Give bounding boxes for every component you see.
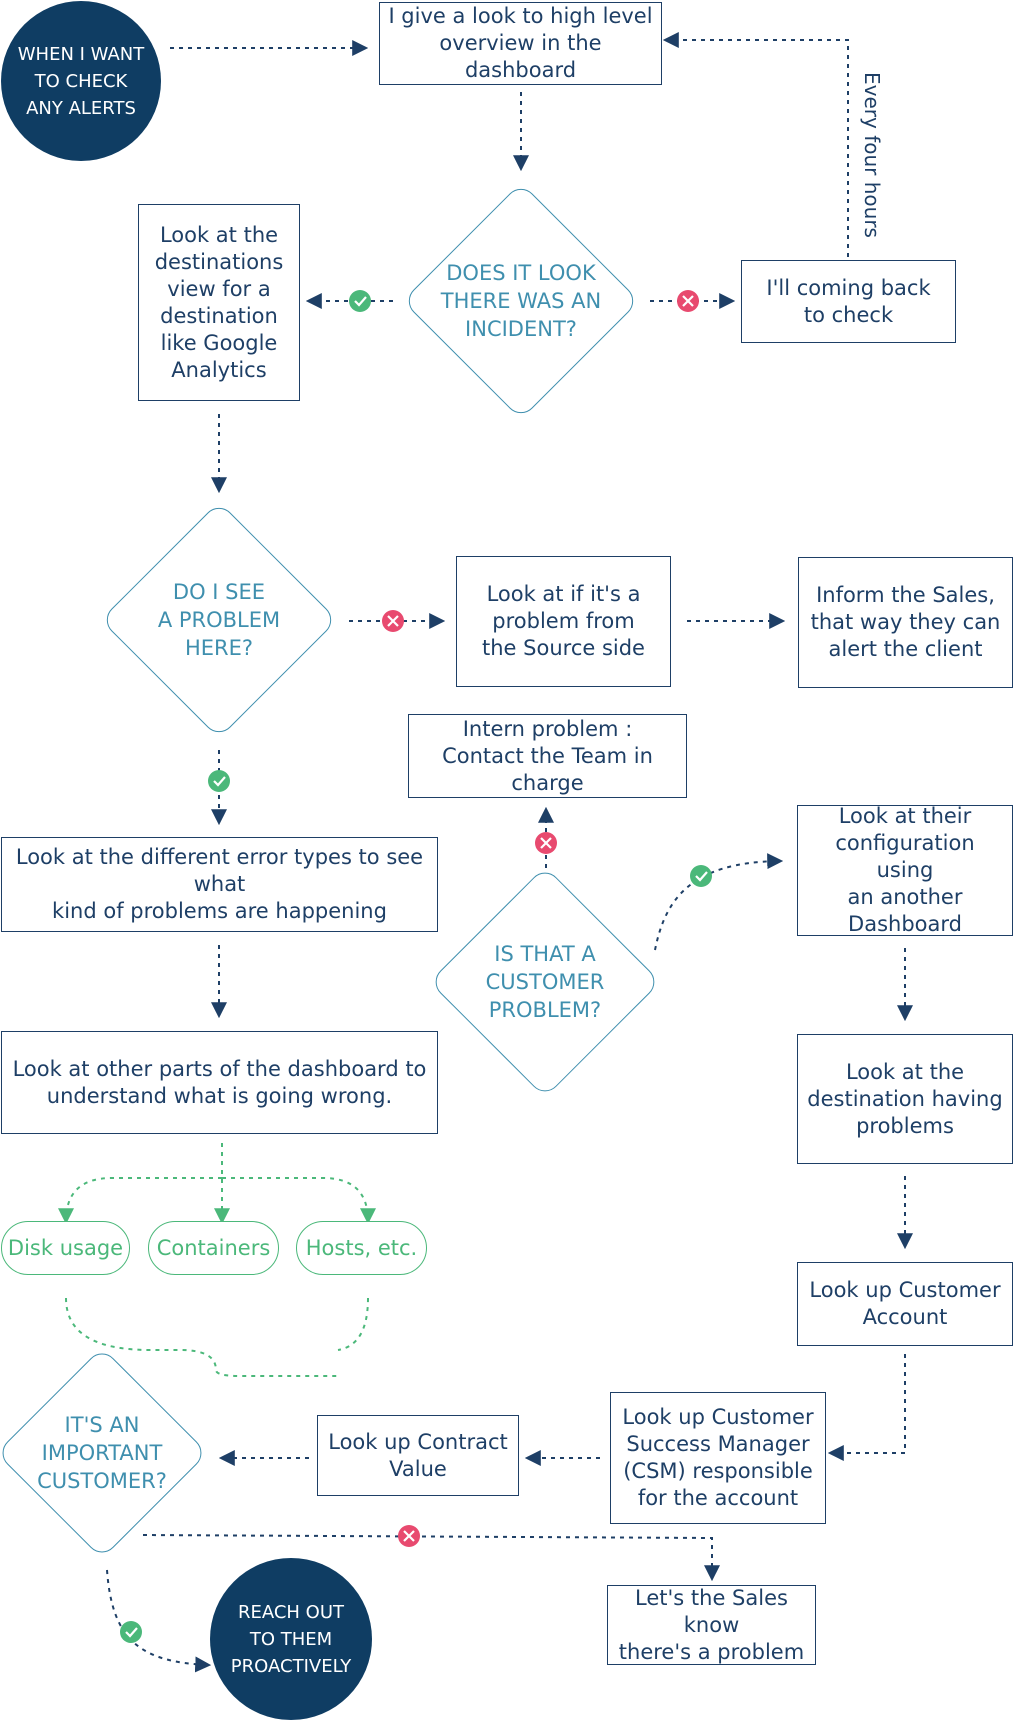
destination-problems-box: Look at the destination having problems (797, 1034, 1013, 1164)
arrow-customer-yes (654, 853, 784, 951)
arrow-important-yes (106, 1569, 212, 1673)
incident-question: DOES IT LOOK THERE WAS AN INCIDENT? (440, 261, 602, 341)
let-sales-know-box: Let's the Sales know there's a problem (607, 1585, 816, 1665)
yes-badges (120, 290, 712, 1643)
error-types-box: Look at the different error types to see… (1, 837, 438, 932)
inform-sales-box: Inform the Sales, that way they can aler… (798, 557, 1013, 688)
customer-account-box: Look up Customer Account (797, 1262, 1013, 1346)
arrow-important-no (142, 1534, 720, 1582)
arrow-to-disk (58, 1177, 222, 1225)
coming-back-box: I'll coming back to check (741, 260, 956, 343)
every-four-hours-label: Every four hours (860, 72, 884, 238)
hosts-pill: Hosts, etc. (296, 1221, 427, 1275)
pills-return-right (337, 1297, 369, 1351)
important-customer-question: IT'S AN IMPORTANT CUSTOMER? (37, 1413, 167, 1493)
check-icon (208, 770, 230, 792)
disk-usage-pill: Disk usage (1, 1221, 130, 1275)
other-parts-box: Look at other parts of the dashboard to … (1, 1031, 438, 1134)
intern-problem-box: Intern problem : Contact the Team in cha… (408, 714, 687, 798)
arrow-to-hosts (222, 1177, 376, 1225)
pills-return-left (65, 1297, 338, 1377)
source-side-box: Look at if it's a problem from the Sourc… (456, 556, 671, 687)
check-icon (349, 290, 371, 312)
arrow-account-to-csm (827, 1354, 906, 1461)
start-node: WHEN I WANT TO CHECK ANY ALERTS (1, 1, 161, 161)
arrow-loop-every-four-hours (662, 32, 849, 257)
end-node: REACH OUT TO THEM PROACTIVELY (210, 1558, 372, 1720)
overview-box: I give a look to high level overview in … (379, 2, 662, 85)
containers-pill: Containers (148, 1221, 279, 1275)
csm-box: Look up Customer Success Manager (CSM) r… (610, 1392, 826, 1524)
no-badges (382, 290, 699, 1547)
customer-problem-question: IS THAT A CUSTOMER PROBLEM? (485, 942, 605, 1022)
contract-value-box: Look up Contract Value (317, 1415, 519, 1496)
check-icon (120, 1621, 142, 1643)
configuration-box: Look at their configuration using an ano… (797, 804, 1013, 936)
destinations-view-box: Look at the destinations view for a dest… (138, 204, 300, 401)
see-problem-question: DO I SEE A PROBLEM HERE? (157, 580, 281, 660)
check-icon (690, 865, 712, 887)
